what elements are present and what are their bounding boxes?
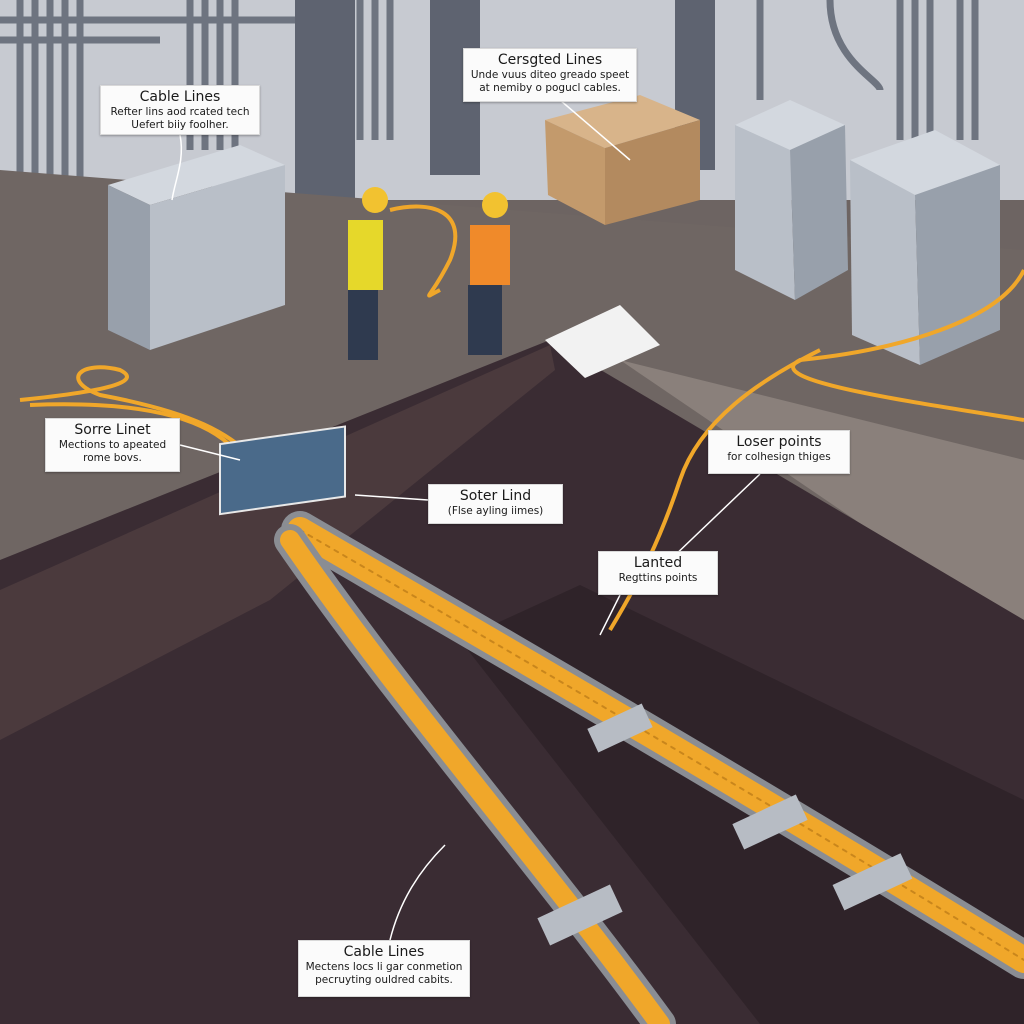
cabinet xyxy=(850,130,1000,365)
callout-desc: Refter lins aod rcated tech Uefert biiy … xyxy=(110,106,250,131)
blueprint xyxy=(545,305,660,378)
callout-title: Cersgted Lines xyxy=(497,52,603,68)
worker xyxy=(348,187,388,360)
callout-cable-lines-top: Cable Lines Refter lins aod rcated tech … xyxy=(100,85,260,135)
cable-clamps xyxy=(537,703,913,946)
callout-title: Cable Lines xyxy=(139,89,221,105)
callout-desc: for colhesign thiges xyxy=(727,451,831,463)
callout-desc: (Flse ayling iimes) xyxy=(447,505,544,517)
callout-cersgted-lines: Cersgted Lines Unde vuus diteo greado sp… xyxy=(463,48,637,102)
callout-desc: Unde vuus diteo greado speet at nemiby o… xyxy=(470,69,630,94)
callout-title: Loser points xyxy=(736,434,822,450)
callout-desc: Regttins points xyxy=(618,572,698,584)
wall-pipes xyxy=(0,0,979,330)
callout-lanted: Lanted Regttins points xyxy=(598,551,718,595)
callout-sorre-linet: Sorre Linet Mections to apeated rome bov… xyxy=(45,418,180,472)
callout-soter-lind: Soter Lind (Flse ayling iimes) xyxy=(428,484,563,524)
callout-cable-lines-bottom: Cable Lines Mectens locs li gar conmetio… xyxy=(298,940,470,997)
cabinet xyxy=(735,100,848,300)
callout-loser-points: Loser points for colhesign thiges xyxy=(708,430,850,474)
generator-box xyxy=(545,95,700,225)
callout-desc: Mectens locs li gar conmetion pecruyting… xyxy=(305,961,463,986)
worker xyxy=(468,192,510,355)
callout-title: Soter Lind xyxy=(459,488,532,504)
leader-lines xyxy=(171,99,761,941)
junction-box xyxy=(219,425,346,516)
floor-light xyxy=(620,360,1024,620)
callout-title: Sorre Linet xyxy=(74,422,151,438)
callout-title: Lanted xyxy=(633,555,683,571)
callout-desc: Mections to apeated rome bovs. xyxy=(58,439,167,464)
callout-title: Cable Lines xyxy=(343,944,425,960)
cabinet xyxy=(108,145,285,350)
